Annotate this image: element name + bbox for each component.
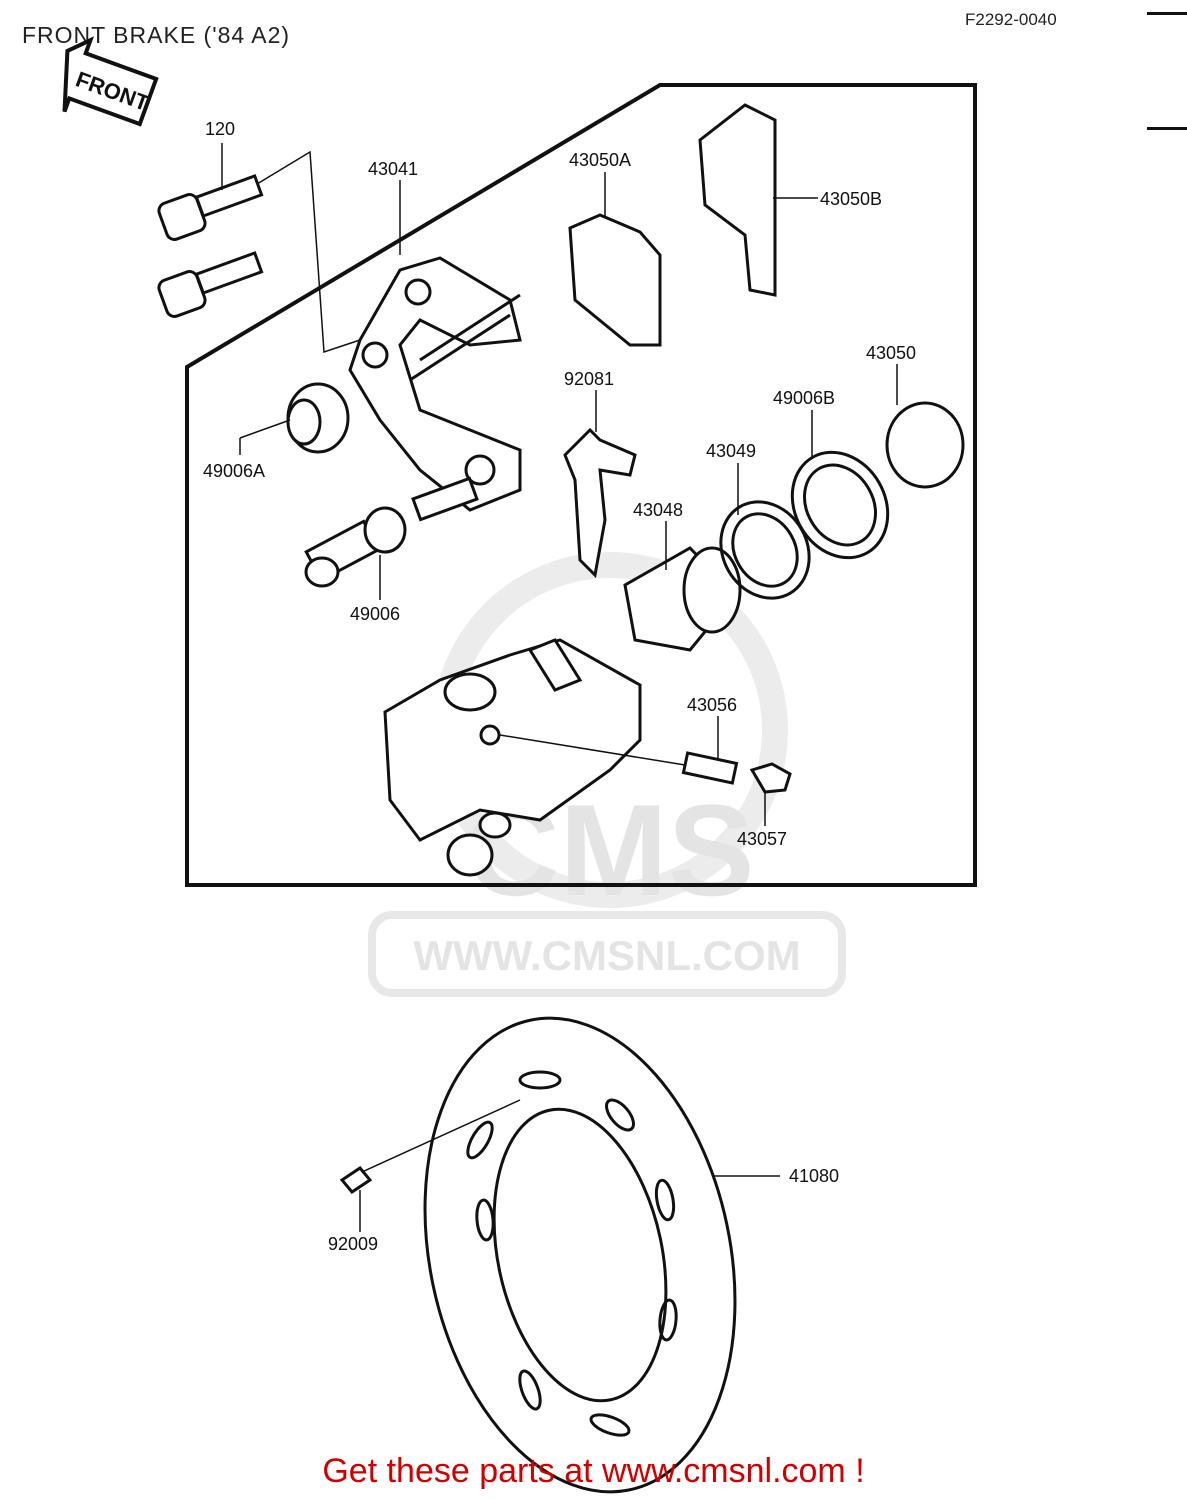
- label-49006: 49006: [350, 604, 400, 624]
- label-120: 120: [205, 119, 235, 139]
- label-43050: 43050: [866, 343, 916, 363]
- watermark-url-text: WWW.CMSNL.COM: [413, 932, 800, 979]
- label-92081: 92081: [564, 369, 614, 389]
- brake-pad-a-icon: [568, 213, 662, 347]
- edge-mark-bottom: [1147, 127, 1187, 130]
- bolt-leader: [256, 150, 361, 354]
- label-43050b: 43050B: [820, 189, 882, 209]
- label-43048: 43048: [633, 500, 683, 520]
- label-41080: 41080: [789, 1166, 839, 1186]
- disc-screw-icon: [339, 1166, 373, 1194]
- dust-seal-icon: [790, 450, 890, 560]
- label-43049: 43049: [706, 441, 756, 461]
- label-43050a: 43050A: [569, 150, 631, 170]
- label-43041: 43041: [368, 159, 418, 179]
- sleeve-49006-icon: [304, 506, 407, 588]
- label-43057: 43057: [737, 829, 787, 849]
- bleeder-valve-icon: [681, 751, 739, 785]
- label-92009: 92009: [328, 1234, 378, 1254]
- caliper-assembly-frame: [185, 83, 977, 887]
- bleeder-cap-icon: [749, 762, 792, 794]
- pad-spring-icon: [563, 427, 637, 579]
- brake-disc-icon: [423, 1016, 737, 1494]
- label-43056: 43056: [687, 695, 737, 715]
- brake-pad-b-icon: [698, 103, 777, 297]
- leader-lines: [221, 143, 898, 1232]
- caliper-bracket-icon: [348, 256, 522, 522]
- label-49006b: 49006B: [773, 388, 835, 408]
- label-49006a: 49006A: [203, 461, 265, 481]
- diagram-title: FRONT BRAKE ('84 A2): [22, 22, 291, 48]
- diagram-code: F2292-0040: [965, 10, 1057, 29]
- edge-mark-top: [1147, 12, 1187, 15]
- bolt-120-icon: [157, 174, 264, 318]
- piston-icon: [623, 546, 742, 652]
- cap-43050-icon: [885, 401, 965, 489]
- footer-promo-link[interactable]: Get these parts at www.cmsnl.com !: [322, 1452, 865, 1490]
- boot-49006a-icon: [286, 382, 350, 454]
- front-arrow-icon: FRONT: [62, 36, 159, 127]
